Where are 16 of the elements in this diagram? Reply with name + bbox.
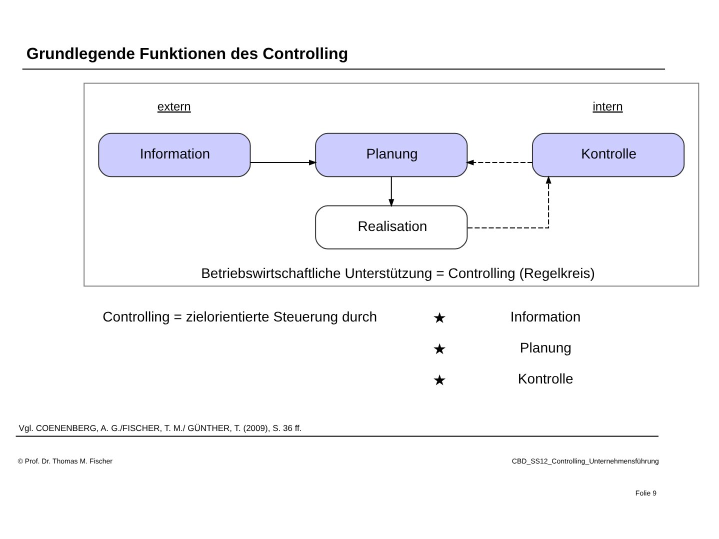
label: Information [510,308,581,324]
node-label: intern [592,98,623,113]
node-box: Realisation [315,204,468,249]
label: Planung [520,339,572,356]
node-box: Planung [315,132,468,177]
node-label: extern [157,98,191,113]
node-box: Kontrolle [532,132,685,177]
arrow [466,159,532,165]
node-box: Information [98,132,251,177]
label: Controlling = zielorientierte Steuerung durch [102,308,378,324]
label: Vgl. COENENBERG, A. G./FISCHER, T. M./ GÜNTHER, T. (2009), S. 36 ff. [18,422,302,432]
arrow [468,175,552,228]
label: Kontrolle [518,370,574,386]
arrow [388,176,394,207]
diagram-title: Grundlegende Funktionen des Controlling [26,44,348,62]
arrow [250,159,318,165]
